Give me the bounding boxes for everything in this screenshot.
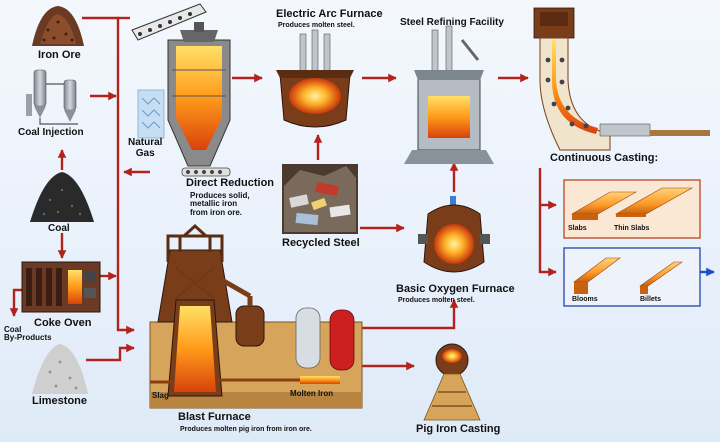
- flow-arrows: [9, 16, 557, 371]
- continuous-caster: [533, 7, 710, 151]
- iron-ore-pile: [32, 6, 84, 46]
- coal-pile: [30, 172, 94, 222]
- label-thin-slabs: Thin Slabs: [614, 225, 650, 232]
- label-blooms: Blooms: [572, 296, 598, 303]
- label-bof: Basic Oxygen Furnace: [396, 283, 515, 295]
- natural-gas-tank: [137, 89, 165, 139]
- label-direct-reduction-desc: Produces solid, metallic iron from iron …: [190, 191, 250, 217]
- dri-conveyor: [131, 3, 207, 41]
- label-coke-oven: Coke Oven: [34, 317, 92, 329]
- recycled-steel-pile: [282, 164, 358, 234]
- label-coal: Coal: [48, 223, 70, 234]
- label-coal-byproducts: Coal By-Products: [4, 325, 52, 343]
- label-slag: Slag: [152, 391, 169, 400]
- label-refining: Steel Refining Facility: [400, 17, 504, 28]
- label-pig-iron-casting: Pig Iron Casting: [416, 423, 501, 435]
- label-bof-desc: Produces molten steel.: [398, 297, 475, 304]
- label-iron-ore: Iron Ore: [38, 49, 81, 61]
- blooms-panel: [563, 247, 701, 307]
- label-continuous-casting: Continuous Casting:: [550, 152, 659, 164]
- label-blast-furnace: Blast Furnace: [178, 411, 251, 423]
- pig-iron-casting-machine: [423, 343, 481, 421]
- label-limestone: Limestone: [32, 395, 88, 407]
- arrow-caster-down: [538, 168, 557, 277]
- label-eaf: Electric Arc Furnace: [276, 8, 383, 20]
- label-eaf-desc: Produces molten steel.: [278, 22, 355, 29]
- coal-injection-apparatus: [26, 69, 78, 125]
- label-molten-iron: Molten Iron: [290, 389, 334, 398]
- blast-furnace-plant: [149, 223, 363, 409]
- coke-oven: [21, 261, 101, 313]
- slabs-panel: [563, 179, 701, 239]
- label-coal-injection: Coal Injection: [18, 127, 84, 138]
- limestone-pile: [32, 344, 88, 394]
- arrow-bf-to-bof: [360, 299, 459, 330]
- label-slabs: Slabs: [568, 225, 587, 232]
- label-natural-gas: Natural Gas: [128, 137, 163, 159]
- electric-arc-furnace: [276, 29, 354, 128]
- steel-refining-facility: [404, 25, 494, 164]
- direct-reduction-furnace: [167, 22, 231, 177]
- arrow-iron-ore-to-main: [82, 16, 135, 335]
- arrow-limestone: [86, 343, 135, 362]
- label-direct-reduction: Direct Reduction: [186, 177, 275, 189]
- basic-oxygen-furnace: [418, 196, 490, 273]
- label-billets: Billets: [640, 296, 662, 303]
- label-blast-furnace-desc: Produces molten pig iron from iron ore.: [180, 426, 312, 433]
- label-recycled-steel: Recycled Steel: [282, 237, 360, 249]
